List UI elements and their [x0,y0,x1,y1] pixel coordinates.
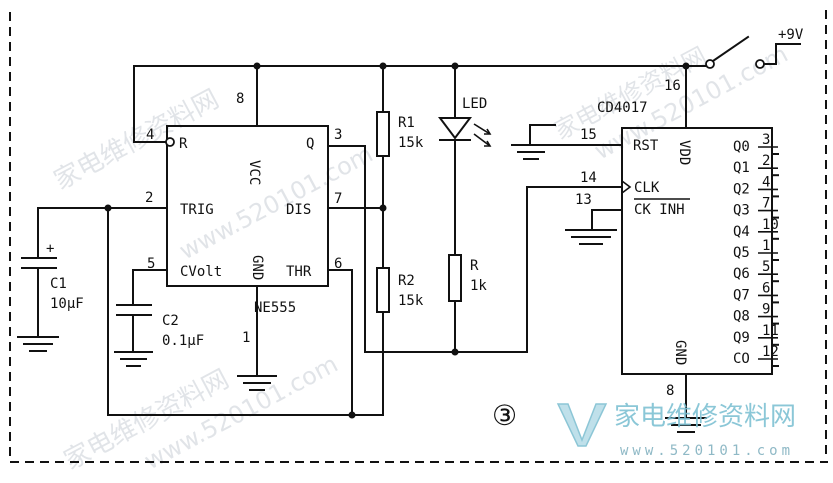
cd4017-output-5-label: Q5 [733,245,750,261]
cd4017-output-6-label: Q6 [733,266,750,282]
watermark-logo-text: 家电维修资料网 [614,402,796,432]
cd4017-output-0-label: Q0 [733,139,750,155]
dashed-frame [9,10,828,463]
resistor-r2: R2 15k [376,207,424,313]
ne555-dis-label: DIS [286,202,311,218]
cd4017-output-3-label: Q3 [733,203,750,219]
watermark-logo-url: www.520101.com [620,443,794,459]
cd4017-pin15-number: 15 [580,127,597,143]
cd4017-output-9-label: Q9 [733,330,750,346]
cd4017-output-10-pin: 12 [762,344,779,360]
cd4017-pin14-number: 14 [580,170,597,186]
cd4017-output-7-label: Q7 [733,287,750,303]
capacitor-c2: C2 0.1μF [114,269,204,367]
cd4017-output-1-label: Q1 [733,160,750,176]
cd4017-output-10-label: CO [733,351,750,367]
wire-q-to-clk [327,145,615,356]
cd4017-ckinh-label: CK INH [634,202,685,218]
watermark-text-1: 家电维修资料网 [49,84,224,196]
ne555-r-label: R [179,136,188,152]
ne555-q-label: Q [306,136,314,152]
r1-name-label: R1 [398,115,415,131]
power-switch [705,35,801,69]
r-name-label: R [470,258,479,274]
power-rail [133,62,709,135]
wire-trig-thr-bus [37,204,384,419]
cd4017-output-0-pin: 3 [762,132,770,148]
figure-number: ③ [492,399,517,432]
cd4017-output-2-pin: 4 [762,174,770,190]
cd4017-output-7-pin: 6 [762,280,770,296]
ne555-gnd-label: GND [249,255,265,280]
watermark-logo: 家电维修资料网 www.520101.com [556,402,796,459]
ne555-pin7-number: 7 [334,191,342,207]
ne555-thr-label: THR [286,264,312,280]
ne555-part-label: NE555 [254,300,296,316]
cd4017-output-1-pin: 2 [762,153,770,169]
ne555-pin3-number: 3 [334,127,342,143]
ne555-vcc-label: VCC [246,160,262,185]
ne555-pin6-number: 6 [334,256,342,272]
r-value-label: 1k [470,278,487,294]
ne555-ic: 8 VCC 4 R Q 3 2 TRIG DIS 7 5 CVolt THR 6… [133,65,342,346]
r2-name-label: R2 [398,273,415,289]
ne555-cvolt-label: CVolt [180,264,222,280]
logo-mark-icon [556,403,608,447]
cd4017-pin13-number: 13 [575,192,592,208]
cd4017-rst-label: RST [633,138,659,154]
c1-value-label: 10μF [50,296,84,312]
ground-ne555 [237,285,277,391]
cd4017-gnd-label: GND [672,340,688,365]
cd4017-output-2-label: Q2 [733,181,750,197]
ne555-pin8-number: 8 [236,91,244,107]
cd4017-ic: CD4017 16 VDD 15 RST 14 CLK 13 CK INH GN… [511,78,773,433]
cd4017-pin8-number: 8 [666,383,674,399]
ne555-trig-label: TRIG [180,202,214,218]
led-label: LED [462,96,487,112]
cd4017-pin16-number: 16 [664,78,681,94]
supply-label: +9V [778,27,804,43]
ne555-pin4-number: 4 [146,127,154,143]
capacitor-c1: + C1 10μF [17,207,84,352]
cd4017-output-4-pin: 10 [762,217,779,233]
r2-value-label: 15k [398,293,424,309]
cd4017-output-6-pin: 5 [762,259,770,275]
cd4017-output-8-label: Q8 [733,309,750,325]
led-indicator: LED [438,65,492,256]
ne555-pin5-number: 5 [147,256,155,272]
c1-polarity-label: + [46,241,54,257]
ne555-pin1-number: 1 [242,330,250,346]
cd4017-output-5-pin: 1 [762,238,770,254]
cd4017-output-8-pin: 9 [762,302,770,318]
c2-name-label: C2 [162,313,179,329]
cd4017-vdd-label: VDD [676,140,692,165]
ne555-pin2-number: 2 [145,190,153,206]
r1-value-label: 15k [398,135,424,151]
c1-name-label: C1 [50,276,67,292]
cd4017-output-3-pin: 7 [762,196,770,212]
resistor-r: R 1k [448,254,487,353]
resistor-r1: R1 15k [376,65,424,209]
c2-value-label: 0.1μF [162,333,204,349]
cd4017-clk-label: CLK [634,180,660,196]
cd4017-output-9-pin: 11 [762,323,779,339]
cd4017-output-4-label: Q4 [733,224,750,240]
cd4017-part-label: CD4017 [597,100,648,116]
